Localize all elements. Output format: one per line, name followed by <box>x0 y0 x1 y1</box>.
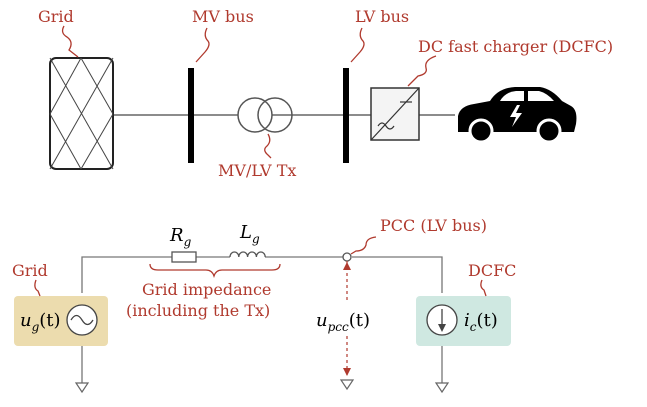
grid-label-circuit: Grid <box>12 261 48 280</box>
impedance-brace <box>149 263 281 279</box>
mv-bus-label: MV bus <box>192 7 254 26</box>
charger-label: DC fast charger (DCFC) <box>418 37 613 56</box>
current-arrow-icon <box>438 324 446 332</box>
ac-wave-icon <box>70 314 94 326</box>
charger-source-label: ic(t) <box>464 310 498 334</box>
pcc-ground-icon <box>339 379 355 391</box>
pcc-node <box>342 252 352 262</box>
pcc-leader <box>350 236 377 255</box>
grid-source-label: ug(t) <box>20 310 61 334</box>
lv-bus-leader <box>350 27 365 63</box>
equivalent-circuit: Grid DCFC PCC (LV bus) Grid impedance (i… <box>12 216 516 394</box>
grid-leader <box>61 25 79 58</box>
pcc-voltage-label: upcc(t) <box>316 310 370 334</box>
grid-source-leader <box>34 279 41 297</box>
electric-car-icon <box>458 87 577 144</box>
grid-inductor <box>229 251 266 258</box>
resistor-label: Rg <box>169 225 192 249</box>
dcfc-label: DCFC <box>468 261 516 280</box>
transformer-leader <box>264 133 272 159</box>
pcc-label: PCC (LV bus) <box>380 216 487 235</box>
pcc-to-charger-wire <box>352 256 443 293</box>
top-wire-left <box>81 256 172 293</box>
grid-resistor <box>171 251 197 263</box>
lv-bus-label: LV bus <box>355 7 409 26</box>
pcc-arrow-down-icon <box>343 368 351 376</box>
pcc-arrow-up-icon <box>343 262 351 270</box>
transformer-label: MV/LV Tx <box>218 161 296 180</box>
grid-ground-icon <box>74 382 90 394</box>
grid-symbol <box>49 57 114 170</box>
impedance-label-line1: Grid impedance <box>142 280 271 299</box>
mv-bus-leader <box>195 27 210 63</box>
mv-lv-transformer <box>237 97 293 133</box>
impedance-label-line2: (including the Tx) <box>126 301 270 320</box>
single-line-diagram: Grid MV bus LV bus DC fast charger (DCFC… <box>38 7 613 180</box>
charger-leader <box>407 55 437 87</box>
dcfc-leader <box>480 279 487 297</box>
dc-fast-charger-icon <box>370 87 420 141</box>
inductor-label: Lg <box>239 222 260 246</box>
grid-label-top: Grid <box>38 7 74 26</box>
charger-ground-icon <box>434 382 450 394</box>
